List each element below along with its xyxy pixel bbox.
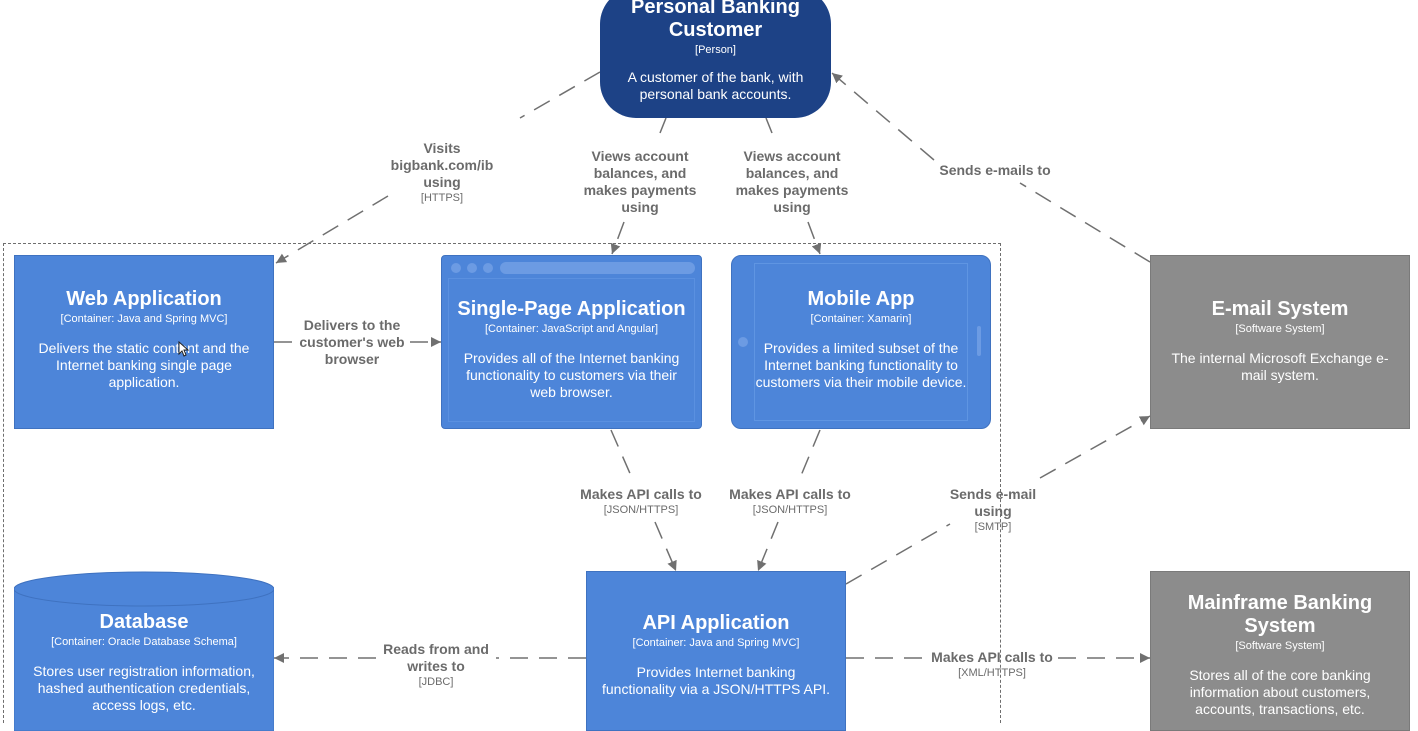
node-kind: [Container: Xamarin]	[810, 313, 912, 325]
relation-mainframe-api-label: Makes API calls to [XML/HTTPS]	[922, 649, 1062, 680]
node-description: Provides a limited subset of the Interne…	[755, 340, 967, 390]
relation-reads-writes-label: Reads from and writes to [JDBC]	[376, 641, 496, 689]
system-email[interactable]: E-mail System [Software System] The inte…	[1150, 255, 1410, 429]
views-spa-connector-top	[659, 117, 667, 134]
container-single-page-application[interactable]: Single-Page Application [Container: Java…	[441, 255, 702, 429]
relation-text: Views account balances, and makes paymen…	[735, 148, 849, 215]
browser-address-bar	[500, 262, 695, 274]
relation-text: Views account balances, and makes paymen…	[583, 148, 697, 215]
node-kind: [Container: Java and Spring MVC]	[60, 313, 228, 325]
node-title: Personal Banking Customer	[631, 0, 800, 41]
browser-dot-icon	[451, 263, 461, 273]
relation-text: Delivers to the customer's web browser	[299, 317, 405, 367]
node-kind: [Software System]	[1235, 640, 1325, 652]
spa-api-connector-upper	[610, 429, 633, 479]
node-description: Stores user registration information, ha…	[33, 663, 255, 713]
container-web-application[interactable]: Web Application [Container: Java and Spr…	[14, 255, 274, 429]
views-mobile-connector-top	[765, 117, 773, 134]
relation-technology: [JSON/HTTPS]	[752, 504, 828, 516]
node-title: Web Application	[66, 288, 222, 310]
system-boundary	[3, 243, 1001, 723]
relation-visits-label: Visits bigbank.com/ib using [HTTPS]	[382, 140, 502, 205]
relation-text: Visits bigbank.com/ib using	[390, 140, 494, 190]
relation-technology: [SMTP]	[974, 521, 1012, 533]
sends-emails-connector-upper	[831, 72, 935, 161]
relation-technology: [HTTPS]	[420, 192, 464, 204]
send-email-connector-upper	[1039, 415, 1151, 479]
spa-api-connector-lower	[654, 521, 677, 572]
mobile-api-connector-upper	[799, 429, 821, 479]
relation-technology: [JDBC]	[418, 676, 454, 688]
browser-dot-icon	[467, 263, 477, 273]
relation-send-email-label: Sends e-mail using [SMTP]	[943, 486, 1043, 534]
container-mobile-app[interactable]: Mobile App [Container: Xamarin] Provides…	[731, 255, 991, 429]
node-title: Database	[99, 611, 189, 633]
phone-speaker-icon	[977, 326, 981, 356]
relation-views-spa-label: Views account balances, and makes paymen…	[575, 148, 705, 216]
send-email-connector-lower	[845, 523, 951, 585]
relation-text: Reads from and writes to	[383, 641, 489, 674]
relation-text: Makes API calls to	[580, 486, 702, 502]
mouse-cursor-icon	[178, 341, 190, 357]
relation-text: Makes API calls to	[931, 649, 1053, 665]
node-kind: [Container: Java and Spring MVC]	[632, 637, 800, 649]
relation-views-mobile-label: Views account balances, and makes paymen…	[727, 148, 857, 216]
views-spa-connector	[610, 221, 625, 255]
relation-mobile-api-label: Makes API calls to [JSON/HTTPS]	[720, 486, 860, 517]
system-mainframe-banking[interactable]: Mainframe Banking System [Software Syste…	[1150, 571, 1410, 731]
node-description: Delivers the static content and the Inte…	[38, 340, 250, 390]
browser-chrome-bar	[442, 256, 701, 278]
phone-screen	[754, 263, 968, 421]
phone-home-button-icon	[738, 337, 748, 347]
node-title: Mainframe Banking System	[1187, 592, 1373, 637]
node-description: Provides Internet banking functionality …	[602, 664, 830, 697]
node-description: The internal Microsoft Exchange e-mail s…	[1171, 350, 1389, 383]
node-title: E-mail System	[1211, 298, 1349, 320]
relation-delivers-label: Delivers to the customer's web browser	[292, 317, 412, 368]
browser-viewport	[448, 278, 695, 422]
person-customer[interactable]: Personal Banking Customer [Person] A cus…	[600, 0, 831, 118]
relation-technology: [XML/HTTPS]	[958, 667, 1026, 679]
relation-text: Sends e-mails to	[939, 162, 1051, 178]
mobile-api-connector-lower	[757, 521, 779, 572]
container-database[interactable]: Database [Container: Oracle Database Sch…	[14, 571, 274, 731]
node-description: Stores all of the core banking informati…	[1189, 667, 1371, 717]
relation-sends-emails-label: Sends e-mails to	[925, 162, 1065, 179]
relation-technology: [JSON/HTTPS]	[603, 504, 679, 516]
relation-spa-api-label: Makes API calls to [JSON/HTTPS]	[571, 486, 711, 517]
node-title: Mobile App	[807, 288, 915, 310]
node-kind: [Container: Oracle Database Schema]	[51, 636, 237, 648]
node-kind: [Software System]	[1235, 323, 1325, 335]
container-api-application[interactable]: API Application [Container: Java and Spr…	[586, 571, 846, 731]
node-kind: [Container: JavaScript and Angular]	[484, 323, 659, 335]
node-description: Provides all of the Internet banking fun…	[463, 350, 680, 400]
relation-text: Makes API calls to	[729, 486, 851, 502]
views-mobile-connector	[807, 221, 822, 255]
database-cylinder-shape	[14, 571, 274, 731]
sends-emails-connector-lower	[1019, 182, 1151, 263]
node-description: A customer of the bank, with personal ba…	[627, 69, 804, 102]
browser-dot-icon	[483, 263, 493, 273]
visits-connector	[519, 71, 601, 119]
node-kind: [Person]	[695, 44, 736, 56]
node-title: Single-Page Application	[457, 298, 686, 320]
visits-connector-lower	[275, 195, 389, 264]
relation-text: Sends e-mail using	[949, 486, 1037, 519]
node-title: API Application	[642, 612, 790, 634]
